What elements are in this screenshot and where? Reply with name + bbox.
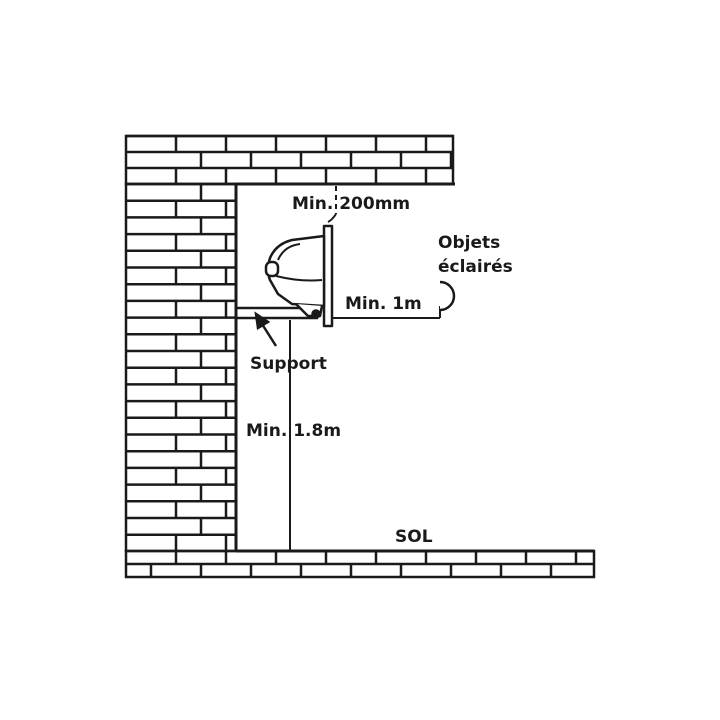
label-clearance-top: Min. 200mm	[292, 194, 410, 214]
illuminated-object-icon	[439, 280, 456, 312]
support-arrow	[254, 311, 278, 347]
label-support: Support	[250, 354, 327, 374]
room-outline	[234, 182, 594, 553]
floodlight	[264, 224, 334, 328]
label-floor: SOL	[395, 527, 433, 547]
label-objects-line1: Objets	[438, 233, 500, 253]
pivot-screw	[311, 309, 321, 319]
label-distance-objects: Min. 1m	[345, 294, 422, 314]
label-height: Min. 1.8m	[246, 421, 341, 441]
label-objects-line2: éclairés	[438, 257, 513, 277]
brick-structure	[124, 134, 596, 579]
dimension-lines	[289, 186, 441, 551]
